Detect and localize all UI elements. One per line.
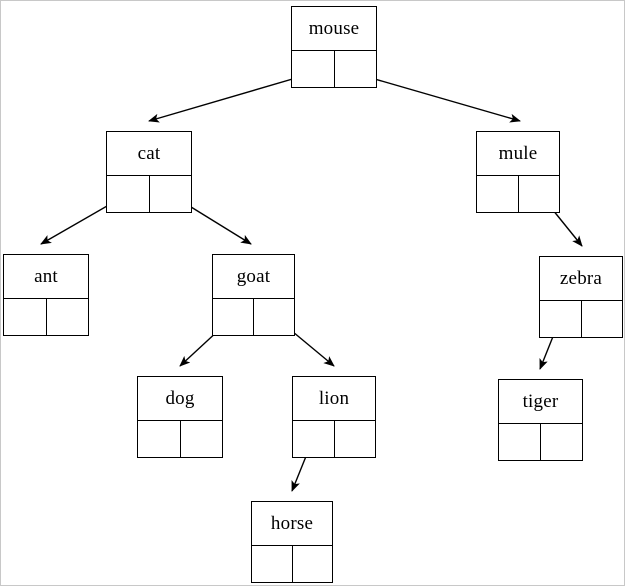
- node-pointer-row-mule: [477, 176, 559, 212]
- node-left-pointer-cat[interactable]: [107, 176, 150, 212]
- node-label-cat: cat: [107, 132, 191, 176]
- node-label-dog: dog: [138, 377, 222, 421]
- node-pointer-row-ant: [4, 299, 88, 335]
- node-label-goat: goat: [213, 255, 294, 299]
- node-left-pointer-mule[interactable]: [477, 176, 519, 212]
- node-right-pointer-ant[interactable]: [47, 299, 89, 335]
- node-left-pointer-horse[interactable]: [252, 546, 293, 582]
- node-left-pointer-lion[interactable]: [293, 421, 335, 457]
- tree-node-tiger[interactable]: tiger: [498, 379, 583, 461]
- node-left-pointer-zebra[interactable]: [540, 301, 582, 337]
- node-right-pointer-lion[interactable]: [335, 421, 376, 457]
- node-label-horse: horse: [252, 502, 332, 546]
- tree-node-mule[interactable]: mule: [476, 131, 560, 213]
- node-right-pointer-goat[interactable]: [254, 299, 294, 335]
- node-pointer-row-zebra: [540, 301, 622, 337]
- tree-node-dog[interactable]: dog: [137, 376, 223, 458]
- node-right-pointer-tiger[interactable]: [541, 424, 582, 460]
- node-pointer-row-mouse: [292, 51, 376, 87]
- node-label-zebra: zebra: [540, 257, 622, 301]
- node-left-pointer-ant[interactable]: [4, 299, 47, 335]
- node-pointer-row-goat: [213, 299, 294, 335]
- node-pointer-row-lion: [293, 421, 375, 457]
- node-pointer-row-tiger: [499, 424, 582, 460]
- node-pointer-row-dog: [138, 421, 222, 457]
- node-right-pointer-dog[interactable]: [181, 421, 223, 457]
- node-right-pointer-horse[interactable]: [293, 546, 333, 582]
- node-label-lion: lion: [293, 377, 375, 421]
- node-left-pointer-mouse[interactable]: [292, 51, 335, 87]
- tree-node-cat[interactable]: cat: [106, 131, 192, 213]
- node-right-pointer-cat[interactable]: [150, 176, 192, 212]
- node-pointer-row-horse: [252, 546, 332, 582]
- node-left-pointer-tiger[interactable]: [499, 424, 541, 460]
- tree-node-ant[interactable]: ant: [3, 254, 89, 336]
- node-label-mule: mule: [477, 132, 559, 176]
- tree-node-goat[interactable]: goat: [212, 254, 295, 336]
- node-right-pointer-mule[interactable]: [519, 176, 560, 212]
- tree-node-lion[interactable]: lion: [292, 376, 376, 458]
- node-label-mouse: mouse: [292, 7, 376, 51]
- node-pointer-row-cat: [107, 176, 191, 212]
- tree-node-mouse[interactable]: mouse: [291, 6, 377, 88]
- tree-edge-mouse-to-cat: [148, 72, 314, 123]
- node-label-tiger: tiger: [499, 380, 582, 424]
- tree-node-horse[interactable]: horse: [251, 501, 333, 583]
- node-left-pointer-goat[interactable]: [213, 299, 254, 335]
- node-right-pointer-zebra[interactable]: [582, 301, 623, 337]
- tree-edge-mouse-to-mule: [353, 72, 521, 123]
- node-left-pointer-dog[interactable]: [138, 421, 181, 457]
- node-right-pointer-mouse[interactable]: [335, 51, 377, 87]
- node-label-ant: ant: [4, 255, 88, 299]
- tree-node-zebra[interactable]: zebra: [539, 256, 623, 338]
